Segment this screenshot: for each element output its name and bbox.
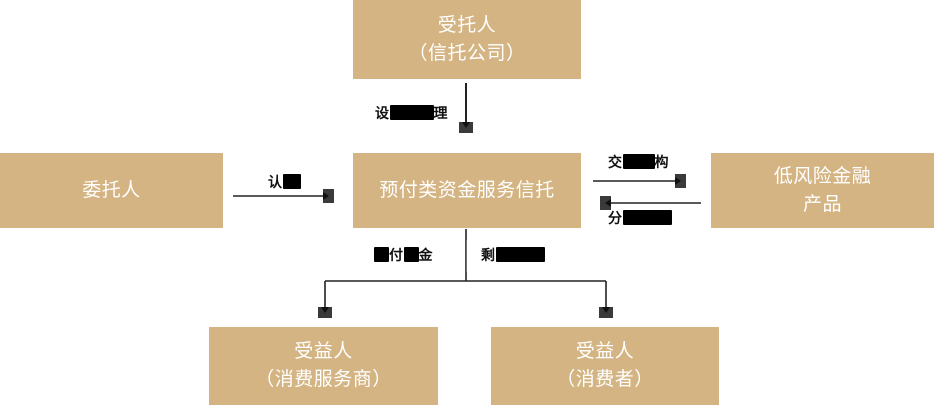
node-beneficiary-consumer[interactable]: 受益人 （消费者）: [491, 327, 719, 405]
edge-label-allocate: 分: [608, 208, 672, 228]
edge-label-pay-funds-tail: 金: [418, 248, 433, 264]
node-prepaid-fund-service-trust[interactable]: 预付类资金服务信托: [353, 153, 581, 228]
edge-label-entrust: 设理: [375, 103, 448, 123]
edge-label-allocate-redaction: [622, 210, 672, 225]
edge-label-subscribe-visible: 认: [268, 175, 283, 191]
edge-label-residual-funds-redaction: [495, 247, 545, 262]
edge-label-subscribe-redaction: [282, 174, 301, 189]
edge-label-residual-funds-visible: 剩: [481, 248, 496, 264]
edge-label-entrust-redaction: [389, 105, 434, 120]
edge-label-residual-funds: 剩: [481, 245, 545, 265]
edge-label-allocate-visible: 分: [608, 211, 623, 227]
node-trustee[interactable]: 受托人 （信托公司）: [353, 0, 581, 79]
edge-label-trade-visible: 交: [608, 155, 623, 171]
edge-label-trade: 交构: [608, 152, 669, 172]
edge-label-entrust-tail: 理: [433, 106, 448, 122]
node-beneficiary-merchant[interactable]: 受益人 （消费服务商）: [209, 327, 438, 405]
edge-label-pay-funds: 付金: [374, 245, 433, 265]
edge-label-pay-funds-redaction-lead: [374, 247, 389, 262]
label-separator: [466, 240, 467, 272]
edge-label-pay-funds-visible: 付: [389, 248, 404, 264]
node-settlor[interactable]: 委托人: [0, 153, 223, 228]
edge-label-pay-funds-redaction-mid: [403, 247, 419, 262]
edge-label-trade-tail: 构: [654, 155, 669, 171]
edge-label-subscribe: 认: [268, 172, 301, 192]
edge-label-entrust-visible: 设: [375, 106, 390, 122]
edge-label-trade-redaction: [622, 154, 655, 169]
node-low-risk-financial-product[interactable]: 低风险金融 产品: [711, 153, 934, 228]
